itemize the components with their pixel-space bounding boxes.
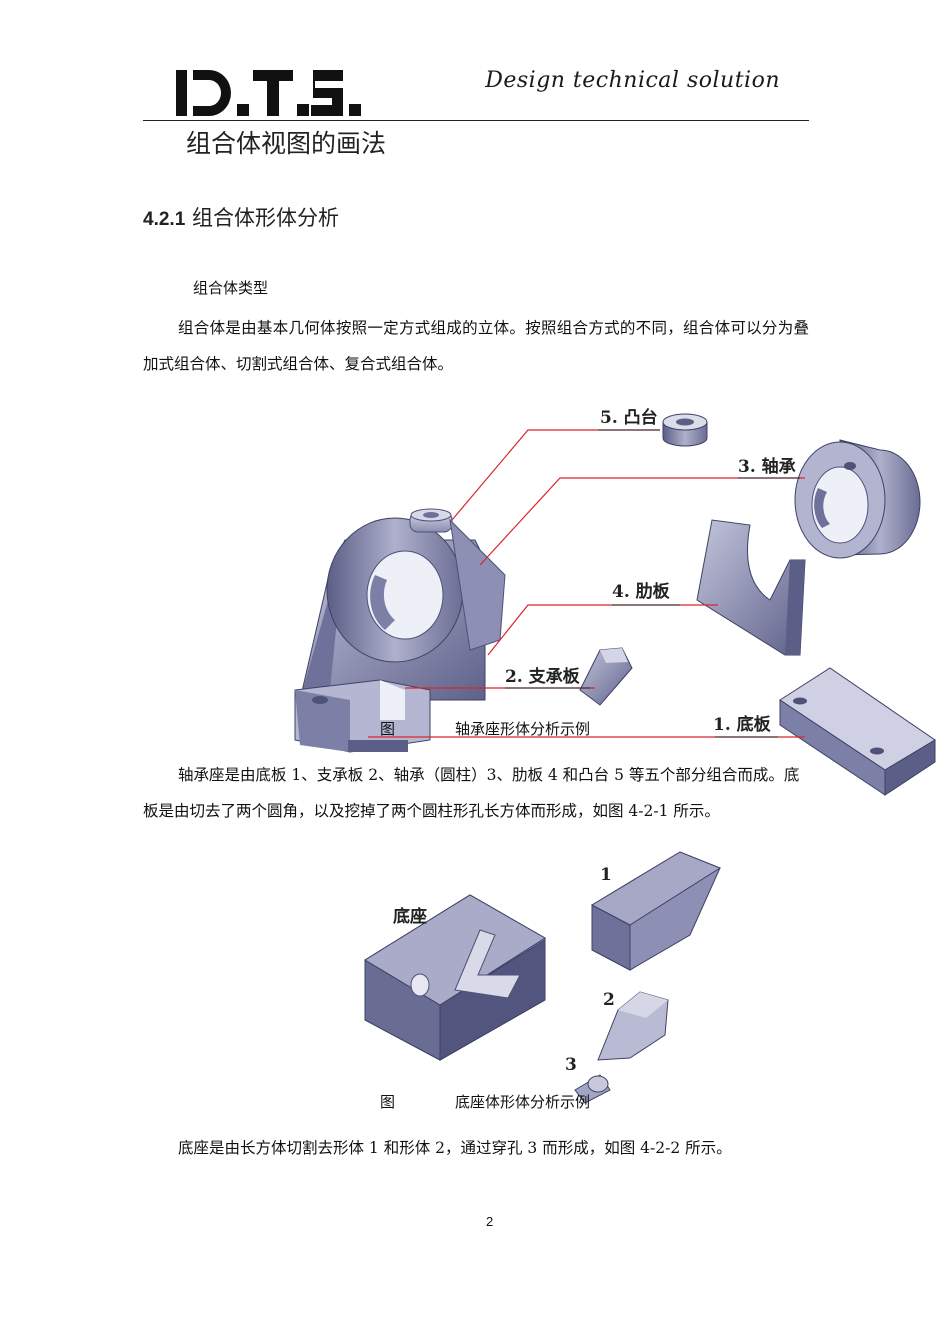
label-shape-2: 2: [603, 990, 615, 1010]
paragraph-1: 组合体是由基本几何体按照一定方式组成的立体。按照组合方式的不同，组合体可以分为叠…: [143, 319, 809, 373]
label-boss: 5. 凸台: [600, 407, 658, 428]
paragraph-3: 底座是由长方体切割去形体 1 和形体 2，通过穿孔 3 而形成，如图 4-2-2…: [178, 1139, 732, 1157]
figure1-caption-prefix: 图: [380, 721, 396, 738]
shape-1: [590, 851, 722, 971]
figure2-caption-prefix: 图: [380, 1094, 396, 1111]
dts-logo: [173, 64, 363, 122]
support-plate-part: [579, 647, 633, 706]
figure-bearing-block: 5. 凸台 3. 轴承 4. 肋板 2. 支承板 1. 底板: [294, 407, 936, 796]
label-support-plate: 2. 支承板: [505, 666, 581, 687]
bearing-part: [794, 439, 921, 559]
figure1-caption: 轴承座形体分析示例: [455, 721, 591, 738]
label-shape-1: 1: [600, 865, 612, 885]
label-underlines: [505, 429, 800, 738]
label-base-plate: 1. 底板: [713, 714, 772, 735]
rib-part: [696, 519, 806, 656]
boss-part: [662, 413, 708, 447]
assembled-bearing-block: [294, 508, 506, 753]
label-base: 底座: [393, 906, 427, 927]
shape-3: [574, 1074, 611, 1104]
label-bearing: 3. 轴承: [738, 456, 796, 477]
subheading: 组合体类型: [193, 279, 269, 297]
page-number: 2: [486, 1214, 494, 1229]
base-body: [364, 894, 546, 1061]
base-plate-part: [779, 667, 936, 796]
label-rib: 4. 肋板: [612, 581, 671, 602]
subsection-title: 组合体形体分析: [191, 206, 339, 230]
figure2-caption: 底座体形体分析示例: [455, 1094, 591, 1111]
label-shape-3: 3: [565, 1055, 577, 1075]
figure-base: 底座 1 2 3: [364, 851, 722, 1104]
subsection-heading: 4.2.1 组合体形体分析: [143, 202, 339, 232]
header-rule: [143, 120, 809, 121]
shape-2: [597, 991, 669, 1061]
section-title: 组合体视图的画法: [186, 129, 387, 158]
subsection-number: 4.2.1: [143, 209, 186, 230]
header-tagline: Design technical solution: [485, 68, 780, 93]
paragraph-2: 轴承座是由底板 1、支承板 2、轴承（圆柱）3、肋板 4 和凸台 5 等五个部分…: [143, 766, 800, 820]
